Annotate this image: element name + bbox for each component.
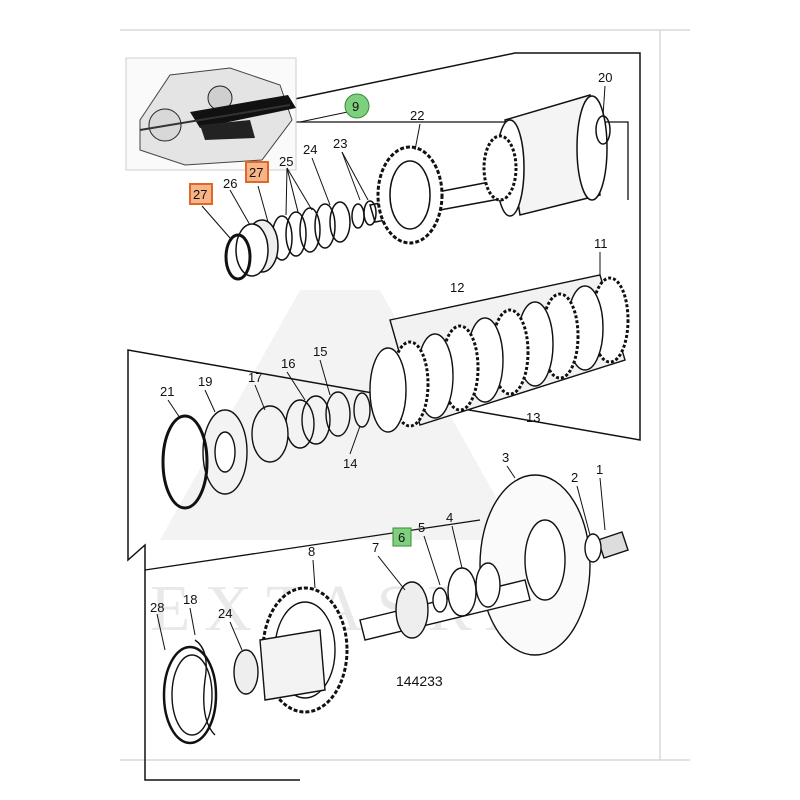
callout-21: 21: [160, 384, 174, 399]
drawing-number: 144233: [396, 673, 443, 689]
green-marker-9: [344, 93, 370, 119]
callout-12: 12: [450, 280, 464, 295]
callout-13: 13: [526, 410, 540, 425]
orange-marker-27b: [189, 183, 213, 205]
callout-27a: 27: [249, 165, 263, 180]
callout-2: 2: [571, 470, 578, 485]
callout-17: 17: [248, 370, 262, 385]
callout-1: 1: [596, 462, 603, 477]
callout-28: 28: [150, 600, 164, 615]
callout-26: 26: [223, 176, 237, 191]
callout-18: 18: [183, 592, 197, 607]
callout-22: 22: [410, 108, 424, 123]
callout-5: 5: [418, 520, 425, 535]
assembly-outline: [127, 52, 641, 781]
orange-marker-27a: [245, 161, 269, 183]
highlight-markers: [189, 93, 412, 547]
callout-labels: 1 2 3 4 5 6 7 8 9 11 12 13 14 15 16 17 1…: [150, 70, 612, 621]
callout-9: 9: [352, 99, 359, 114]
callout-8: 8: [308, 544, 315, 559]
callout-25: 25: [279, 154, 293, 169]
clutch-pack-group: [161, 274, 630, 510]
callout-11: 11: [594, 236, 608, 251]
callout-15: 15: [313, 344, 327, 359]
upper-shaft-group: [224, 94, 611, 281]
callout-6: 6: [398, 530, 405, 545]
callout-20: 20: [598, 70, 612, 85]
output-shaft-group: [162, 474, 629, 745]
callout-27b: 27: [193, 187, 207, 202]
callout-7: 7: [372, 540, 379, 555]
green-marker-6: [392, 527, 412, 547]
page-frame: [120, 29, 690, 761]
engine-thumbnail: [125, 57, 297, 171]
callout-24a: 24: [303, 142, 317, 157]
callout-3: 3: [502, 450, 509, 465]
leader-lines: [156, 85, 606, 651]
callout-14: 14: [343, 456, 357, 471]
callout-24b: 24: [218, 606, 232, 621]
callout-19: 19: [198, 374, 212, 389]
callout-23: 23: [333, 136, 347, 151]
callout-16: 16: [281, 356, 295, 371]
callout-4: 4: [446, 510, 453, 525]
